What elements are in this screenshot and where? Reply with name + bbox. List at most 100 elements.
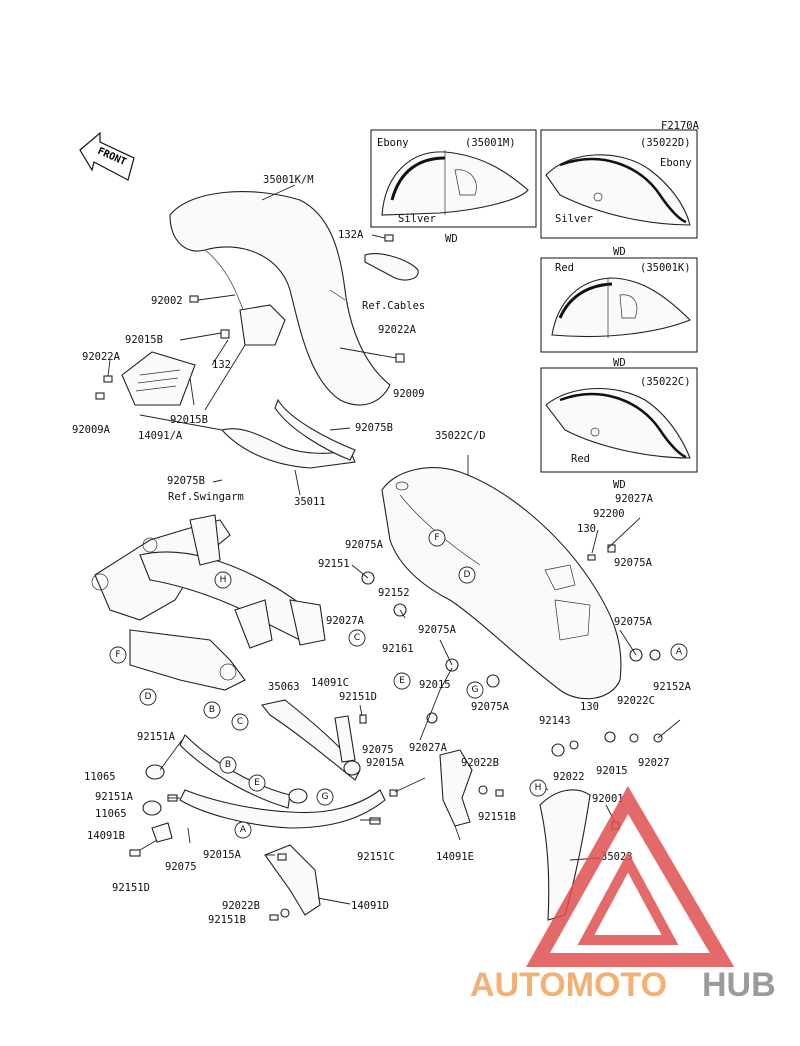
part-92015b-2: 92015B: [170, 414, 208, 426]
cushion-1: [145, 764, 165, 780]
callout-g-1: G: [466, 681, 484, 699]
part-92075a-4: 92075A: [614, 616, 653, 628]
part-35022cd: 35022C/D: [435, 430, 486, 442]
svg-text:E: E: [254, 778, 260, 788]
part-132: 132: [212, 359, 231, 371]
svg-text:G: G: [472, 685, 479, 695]
part-92200: 92200: [593, 508, 625, 520]
part-92151a-1: 92151A: [137, 731, 176, 743]
part-92151b-1: 92151B: [478, 811, 516, 823]
part-92015a-1: 92015A: [366, 757, 405, 769]
part-130-1: 130: [577, 523, 596, 535]
part-92075a-3: 92075A: [418, 624, 457, 636]
callout-h-1: H: [214, 571, 232, 589]
callout-b-2: B: [219, 756, 237, 774]
rear-fender: [381, 467, 622, 700]
inset1-model: (35001M): [465, 137, 516, 149]
part-130-2: 130: [580, 701, 599, 713]
part-92075b-1: 92075B: [355, 422, 393, 434]
part-14091a: 14091/A: [138, 430, 183, 442]
part-92027: 92027: [638, 757, 670, 769]
part-92015a-2: 92015A: [203, 849, 242, 861]
inset2-color-a: Ebony: [660, 157, 692, 169]
inset3-wd: WD: [613, 357, 626, 369]
svg-text:E: E: [399, 676, 405, 686]
part-92027a-3: 92027A: [409, 742, 448, 754]
inset3-color-a: Red: [555, 262, 574, 274]
callout-f-2: F: [109, 646, 127, 664]
callout-f-1: F: [428, 529, 446, 547]
part-92022c: 92022C: [617, 695, 655, 707]
callout-g-2: G: [316, 788, 334, 806]
svg-text:B: B: [209, 705, 215, 715]
front-reflector: [121, 351, 196, 406]
part-92151d-1: 92151D: [339, 691, 377, 703]
part-14091c: 14091C: [311, 677, 349, 689]
callout-h-2: H: [529, 779, 547, 797]
inset3-model: (35001K): [640, 262, 691, 274]
inset2-model: (35022D): [640, 137, 691, 149]
part-92022a-2: 92022A: [82, 351, 121, 363]
part-92015: 92015: [419, 679, 451, 691]
front-arrow-icon: FRONT: [79, 131, 135, 181]
inset4-color-a: Red: [571, 453, 590, 465]
part-92151-1: 92151: [318, 558, 350, 570]
part-92022a-1: 92022A: [378, 324, 417, 336]
part-92075b-2: 92075B: [167, 475, 205, 487]
callout-a-2: A: [234, 821, 252, 839]
part-92143: 92143: [539, 715, 571, 727]
part-11065-2: 11065: [95, 808, 127, 820]
svg-text:C: C: [237, 717, 243, 727]
rear-mudguard: [539, 789, 591, 921]
callout-e-1: E: [393, 672, 411, 690]
part-labels: 35001K/M 132A Ref.Cables 92002 92015B 92…: [72, 174, 692, 926]
cushion-3: [288, 788, 308, 804]
part-92001: 92001: [592, 793, 624, 805]
part-14091e: 14091E: [436, 851, 474, 863]
part-92027a-2: 92027A: [326, 615, 365, 627]
callout-c-1: C: [348, 629, 366, 647]
part-92022b-1: 92022B: [461, 757, 499, 769]
callout-b-1: B: [203, 701, 221, 719]
automotohub-logo: AUTOMOTO HUB: [470, 785, 776, 1004]
inset1-color-b: Silver: [398, 213, 436, 225]
bracket-14091e: [439, 749, 473, 827]
inset4-wd: WD: [613, 479, 626, 491]
part-92151c: 92151C: [357, 851, 395, 863]
part-92002: 92002: [151, 295, 183, 307]
bracket-14091d: [264, 844, 321, 916]
callout-a-1: A: [670, 643, 688, 661]
inset4-model: (35022C): [640, 376, 691, 388]
part-92075a-1: 92075A: [614, 557, 653, 569]
part-92022: 92022: [553, 771, 585, 783]
svg-text:F: F: [434, 533, 439, 543]
callout-c-2: C: [231, 713, 249, 731]
part-92161: 92161: [382, 643, 414, 655]
hardware-marks: [95, 234, 663, 921]
part-35001km: 35001K/M: [263, 174, 314, 186]
ref-cables: Ref.Cables: [362, 300, 425, 312]
inset1-wd: WD: [445, 233, 458, 245]
svg-text:A: A: [240, 825, 247, 835]
svg-text:D: D: [464, 570, 471, 580]
part-92152a: 92152A: [653, 681, 692, 693]
part-92009: 92009: [393, 388, 425, 400]
part-92075: 92075: [362, 744, 394, 756]
inset2-wd: WD: [613, 246, 626, 258]
bracket-14091b: [151, 822, 173, 843]
figure-code: F2170A: [661, 120, 700, 132]
inset-box-35022d: (35022D) Ebony Silver: [540, 129, 698, 239]
ref-swingarm: Ref.Swingarm: [168, 491, 244, 503]
inset-box-35022c: (35022C) Red: [540, 367, 698, 473]
part-92151b-2: 92151B: [208, 914, 246, 926]
front-fender: [169, 191, 391, 406]
cable-clamp: [364, 253, 419, 281]
lower-rail: [179, 699, 386, 829]
callout-d-2: D: [139, 688, 157, 706]
part-92151d-2: 92151D: [112, 882, 150, 894]
svg-text:H: H: [220, 575, 227, 585]
part-92075a-5: 92075A: [471, 701, 510, 713]
svg-text:A: A: [676, 647, 683, 657]
inset-box-35001k: Red (35001K): [540, 257, 698, 353]
part-92075-2: 92075: [165, 861, 197, 873]
